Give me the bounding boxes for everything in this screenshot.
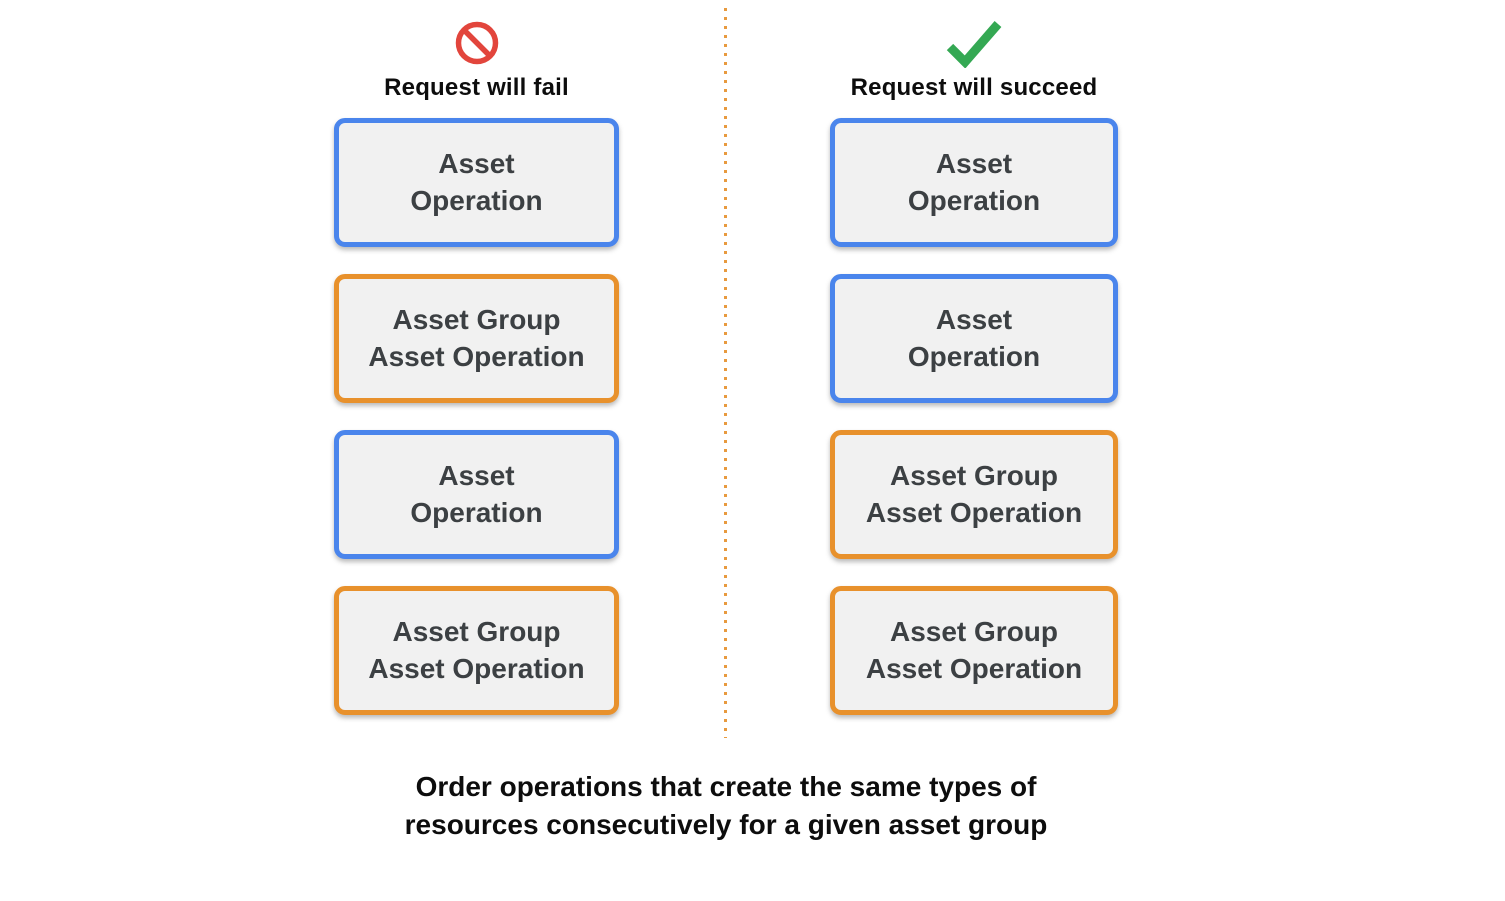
succeed-box-2-asset-operation: Asset Operation: [830, 274, 1118, 403]
box-label-line2: Operation: [410, 496, 543, 528]
succeed-column-title: Request will succeed: [850, 74, 1098, 101]
box-label-line1: Asset Group: [392, 303, 561, 335]
box-label-line2: Asset Operation: [368, 652, 585, 684]
fail-box-3-asset-operation: Asset Operation: [334, 430, 619, 559]
box-label-line1: Asset Group: [889, 459, 1059, 491]
fail-box-4-asset-group-asset-operation: Asset Group Asset Operation: [334, 586, 619, 715]
box-label-line1: Asset: [438, 459, 515, 491]
diagram-caption: Order operations that create the same ty…: [0, 768, 1452, 844]
box-label-line2: Asset Operation: [865, 496, 1083, 528]
fail-box-list: Asset Operation Asset Group Asset Operat…: [334, 118, 619, 715]
caption-line-2: resources consecutively for a given asse…: [404, 808, 1048, 840]
box-label-line2: Operation: [907, 184, 1041, 216]
succeed-box-list: Asset Operation Asset Operation Asset Gr…: [830, 118, 1118, 715]
box-label-line1: Asset Group: [392, 615, 561, 647]
fail-column: Request will fail Asset Operation Asset …: [334, 14, 619, 715]
caption-line-1: Order operations that create the same ty…: [415, 771, 1037, 802]
fail-column-title: Request will fail: [384, 74, 569, 101]
box-label-line2: Asset Operation: [865, 652, 1083, 684]
box-label-line2: Operation: [907, 340, 1041, 372]
dotted-divider: [724, 8, 727, 738]
fail-box-2-asset-group-asset-operation: Asset Group Asset Operation: [334, 274, 619, 403]
box-label-line1: Asset: [438, 147, 515, 179]
box-label-line2: Operation: [410, 184, 543, 216]
prohibition-icon: [454, 14, 500, 72]
succeed-box-1-asset-operation: Asset Operation: [830, 118, 1118, 247]
succeed-box-3-asset-group-asset-operation: Asset Group Asset Operation: [830, 430, 1118, 559]
box-label-line2: Asset Operation: [368, 340, 585, 372]
fail-box-1-asset-operation: Asset Operation: [334, 118, 619, 247]
box-label-line1: Asset: [935, 303, 1013, 335]
succeed-box-4-asset-group-asset-operation: Asset Group Asset Operation: [830, 586, 1118, 715]
box-label-line1: Asset Group: [889, 615, 1059, 647]
checkmark-icon: [943, 14, 1005, 72]
box-label-line1: Asset: [935, 147, 1013, 179]
succeed-column: Request will succeed Asset Operation Ass…: [830, 14, 1118, 715]
